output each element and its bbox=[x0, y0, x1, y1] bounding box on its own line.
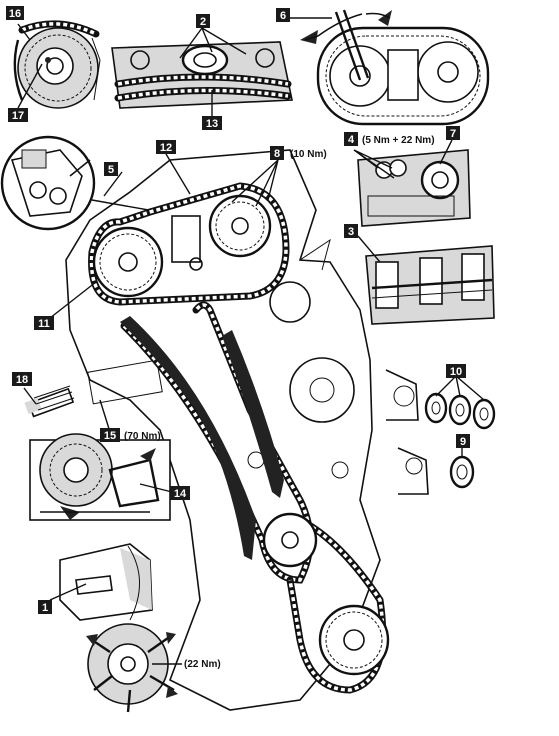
callout-14: 14 bbox=[170, 486, 190, 500]
svg-text:8: 8 bbox=[274, 148, 280, 160]
svg-text:17: 17 bbox=[12, 110, 24, 122]
callout-11: 11 bbox=[34, 316, 54, 330]
detail-crank-sprocket bbox=[29, 433, 171, 521]
callout-16: 16 bbox=[6, 6, 24, 20]
callout-17: 17 bbox=[8, 108, 28, 122]
torque-camshaft-sprockets: (10 Nm) bbox=[290, 149, 327, 160]
chain-guides bbox=[120, 316, 284, 560]
svg-text:11: 11 bbox=[38, 318, 50, 330]
torque-bearing-caps: (5 Nm + 22 Nm) bbox=[362, 135, 435, 146]
detail-camshaft-caps bbox=[365, 245, 495, 325]
torque-tensioner: (70 Nm) bbox=[124, 431, 161, 442]
svg-text:14: 14 bbox=[174, 488, 187, 500]
detail-tensioner bbox=[24, 385, 75, 418]
detail-circle-closeup bbox=[0, 135, 161, 231]
svg-text:15: 15 bbox=[104, 430, 116, 442]
svg-text:5: 5 bbox=[108, 164, 114, 176]
callout-5: 5 bbox=[104, 162, 118, 176]
callout-4: 4 bbox=[344, 132, 358, 146]
callout-9: 9 bbox=[456, 434, 470, 448]
callout-15: 15 bbox=[100, 428, 120, 442]
detail-bearing-caps bbox=[357, 149, 471, 227]
callout-12: 12 bbox=[156, 140, 176, 154]
callout-6: 6 bbox=[276, 8, 290, 22]
svg-text:7: 7 bbox=[450, 128, 456, 140]
leader-lines bbox=[17, 17, 485, 665]
svg-text:13: 13 bbox=[206, 118, 218, 130]
callout-2: 2 bbox=[196, 14, 210, 28]
svg-text:10: 10 bbox=[450, 366, 462, 378]
detail-camshaft-chain bbox=[111, 41, 293, 109]
svg-text:18: 18 bbox=[16, 374, 28, 386]
callout-7: 7 bbox=[446, 126, 460, 140]
primary-chain bbox=[120, 301, 390, 694]
detail-locking-tool bbox=[300, 9, 490, 126]
svg-text:3: 3 bbox=[348, 226, 354, 238]
callout-10: 10 bbox=[446, 364, 466, 378]
svg-text:2: 2 bbox=[200, 16, 206, 28]
camshaft-drive-chain bbox=[88, 182, 290, 306]
svg-text:6: 6 bbox=[280, 10, 286, 22]
callout-18: 18 bbox=[12, 372, 32, 386]
callout-3: 3 bbox=[344, 224, 358, 238]
callout-13: 13 bbox=[202, 116, 222, 130]
detail-crank-bolts bbox=[86, 623, 178, 713]
detail-crank-pulley bbox=[59, 543, 153, 621]
svg-text:4: 4 bbox=[348, 134, 355, 146]
detail-washers bbox=[385, 369, 496, 430]
torque-crankshaft-bolts: (22 Nm) bbox=[184, 659, 221, 670]
engine-front-block bbox=[65, 149, 381, 711]
svg-text:1: 1 bbox=[42, 602, 48, 614]
svg-text:9: 9 bbox=[460, 436, 466, 448]
detail-sprocket-pin bbox=[13, 20, 101, 109]
callout-8: 8 bbox=[270, 146, 284, 160]
svg-text:12: 12 bbox=[160, 142, 172, 154]
callout-1: 1 bbox=[38, 600, 52, 614]
svg-text:16: 16 bbox=[9, 8, 21, 20]
